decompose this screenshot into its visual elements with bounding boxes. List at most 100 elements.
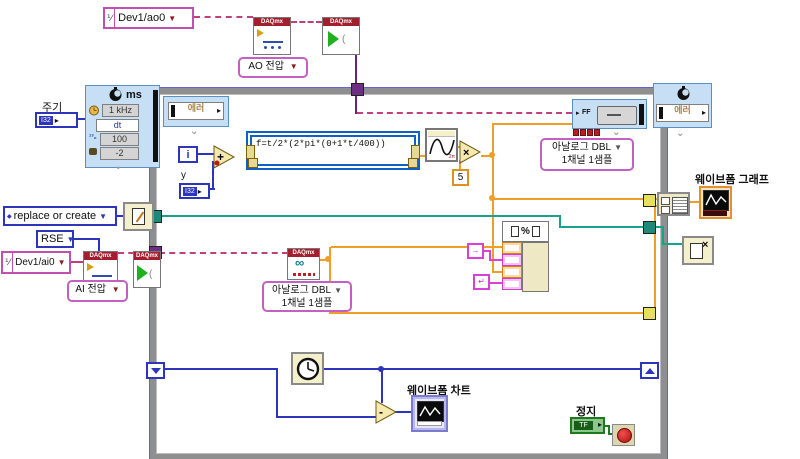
waveform-graph-terminal[interactable] [699, 186, 732, 219]
stop-boolean-terminal[interactable]: TF ▸ [570, 417, 605, 434]
ai-channel-text: Dev1/ai0 [15, 257, 55, 268]
waveform-chart-label: 웨이브폼 차트 [407, 385, 471, 397]
chevron-down-icon[interactable]: ⌄ [114, 161, 123, 172]
offset-value[interactable]: -2 [100, 147, 139, 160]
wire [117, 215, 124, 217]
error-in-field: 에러 ▸ [168, 102, 224, 120]
multiply-icon: × [463, 147, 469, 159]
build-waveform-node[interactable] [657, 192, 690, 216]
stopwatch-icon [677, 86, 690, 100]
tick-count-node[interactable] [291, 352, 324, 385]
dropdown-icon[interactable]: ▼ [57, 258, 66, 267]
tab-string-constant[interactable]: → [467, 243, 484, 259]
sine-curve-icon [429, 138, 455, 156]
task-wave-icon: ( [342, 34, 346, 45]
file-page-icon [531, 226, 540, 237]
wire [194, 16, 253, 18]
wire [209, 188, 215, 190]
iteration-terminal[interactable]: i [178, 146, 198, 163]
ao-physical-channel-constant[interactable]: ⅟ Dev1/ao0 ▼ [103, 7, 194, 29]
write-mode-line1: 아날로그 DBL [552, 142, 612, 153]
wire [608, 425, 610, 435]
offset-terminal-icon [89, 148, 97, 155]
period-value[interactable]: 100 [100, 133, 139, 146]
arrow-right-icon: ▸ [576, 110, 580, 117]
period-control-terminal[interactable]: I32 ▸ [35, 112, 78, 128]
ao-type-text: AO 전압 [248, 61, 284, 72]
format-input-row-3 [502, 266, 522, 278]
file-operation-enum[interactable]: ◆ replace or create ▼ [3, 206, 117, 226]
format-input-row-2 [502, 254, 522, 266]
wire-junction [489, 152, 495, 158]
write-polymorphic-selector[interactable]: 아날로그 DBL▼ 1채널 1샘플 [540, 138, 634, 171]
chevron-down-icon[interactable]: ⌄ [190, 126, 199, 137]
amplitude-text: 5 [457, 172, 464, 183]
ao-measurement-type-selector[interactable]: AO 전압 ▼ [238, 57, 308, 78]
wire [323, 368, 640, 370]
daqmx-read-node[interactable]: DAQmx ∞ [287, 248, 320, 280]
wire [492, 271, 503, 273]
stop-type-text: TF [574, 421, 593, 430]
daqmx-create-channel-ao-node[interactable]: DAQmx [253, 17, 291, 55]
expression-output-terminal [411, 145, 420, 159]
waveform-component-icon [661, 197, 670, 205]
dropdown-icon[interactable]: ▼ [66, 234, 75, 244]
rse-text: RSE [41, 233, 64, 245]
channel-pointer-icon [257, 29, 264, 37]
ai-measurement-type-selector[interactable]: AI 전압 ▼ [67, 280, 128, 302]
ai-physical-channel-constant[interactable]: ⅟ Dev1/ai0 ▼ [1, 251, 71, 274]
y-control-terminal[interactable]: I32 ▸ [179, 183, 210, 199]
amplitude-constant[interactable]: 5 [452, 169, 469, 186]
subtract-function-node[interactable]: - [375, 400, 397, 424]
format-into-file-node[interactable]: % [502, 221, 549, 242]
wire [459, 160, 461, 170]
wire [197, 153, 214, 155]
open-create-replace-file-node[interactable] [123, 202, 154, 231]
daqmx-write-node[interactable]: ▸ FF [572, 99, 647, 129]
dropdown-icon[interactable]: ▼ [99, 211, 108, 221]
clock-rate-value[interactable]: 1 kHz [102, 104, 139, 117]
wire [481, 155, 493, 157]
wire [654, 205, 658, 207]
timed-loop-right-data-node[interactable]: 에러 ▸ [653, 83, 712, 128]
loop-condition-terminal[interactable] [612, 424, 635, 446]
file-page-icon [511, 226, 520, 237]
panel-divider [153, 90, 158, 162]
clock-source-icon [89, 105, 99, 116]
shift-register-right[interactable] [640, 362, 659, 379]
read-signal-icon [293, 273, 315, 276]
add-function-node[interactable]: + [213, 145, 235, 169]
dropdown-icon[interactable]: ▼ [111, 285, 120, 294]
expression-node[interactable]: f=t/2*(2*pi*(0+1*t/400)) [246, 131, 420, 170]
dt-field[interactable]: dt [96, 119, 139, 132]
chevron-down-icon[interactable]: ⌄ [676, 128, 685, 139]
wire [608, 433, 615, 435]
dropdown-icon[interactable]: ▼ [334, 286, 342, 295]
close-file-node[interactable]: × [682, 236, 714, 265]
waveform-chart-terminal[interactable] [411, 395, 448, 432]
input-config-enum[interactable]: RSE ▼ [36, 230, 75, 248]
stopwatch-icon [109, 87, 122, 101]
tunnel-task-top [351, 83, 364, 96]
timed-loop-input-node[interactable]: ms 1 kHz dt ¹³₂ 100 -2 [85, 85, 160, 168]
arrow-right-icon: ▸ [216, 106, 221, 115]
shift-register-left[interactable] [146, 362, 165, 379]
daqmx-start-task-ai-node[interactable]: DAQmx ( [133, 251, 161, 288]
expression-text[interactable]: f=t/2*(2*pi*(0+1*t/400)) [256, 139, 386, 149]
dropdown-icon[interactable]: ▼ [614, 143, 622, 152]
daqmx-start-task-ao-node[interactable]: DAQmx ( [322, 17, 360, 55]
daqmx-red-bar: DAQmx [323, 18, 359, 26]
wire [490, 282, 503, 284]
read-polymorphic-selector[interactable]: 아날로그 DBL▼ 1채널 1샘플 [262, 281, 352, 312]
chevron-down-icon[interactable]: ⌄ [612, 127, 621, 138]
stop-button-icon [617, 428, 632, 443]
wire [331, 312, 645, 314]
dropdown-icon[interactable]: ▼ [168, 13, 177, 23]
multiply-function-node[interactable]: × [459, 140, 481, 164]
eol-string-constant[interactable]: ↵ [473, 274, 490, 290]
sine-function-node[interactable]: 2π [425, 128, 458, 162]
sine-top-strip [428, 131, 455, 137]
dropdown-icon[interactable]: ▼ [289, 62, 298, 71]
y-control-label: y [181, 170, 186, 181]
timed-loop-left-data-node[interactable]: 에러 ▸ [163, 96, 229, 127]
